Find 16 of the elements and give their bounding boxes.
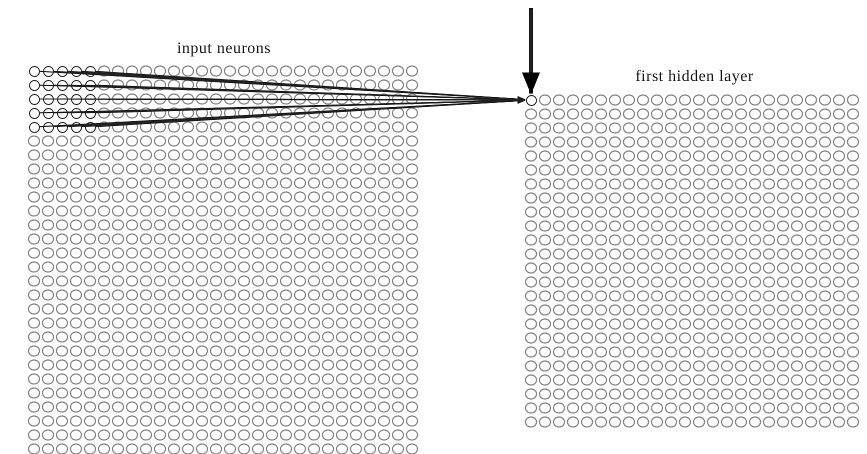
- neuron-circle: [42, 94, 54, 104]
- neuron-circle: [70, 94, 82, 104]
- neuron-circle: [42, 122, 54, 132]
- neuron-circle: [28, 94, 40, 104]
- layer-heading: input neurons: [176, 40, 272, 58]
- neuron-circle: [28, 122, 40, 132]
- layer-heading: first hidden layer: [634, 68, 755, 86]
- pointer-arrow: [522, 8, 540, 94]
- neuron-circle: [28, 108, 40, 118]
- neuron-circle: [28, 66, 40, 76]
- neuron-circle: [56, 94, 68, 104]
- neuron-circle: [42, 108, 54, 118]
- neuron-circle: [42, 66, 54, 76]
- neuron-circle: [526, 94, 536, 106]
- neuron-circle: [84, 94, 96, 104]
- neuron-circle: [28, 80, 40, 90]
